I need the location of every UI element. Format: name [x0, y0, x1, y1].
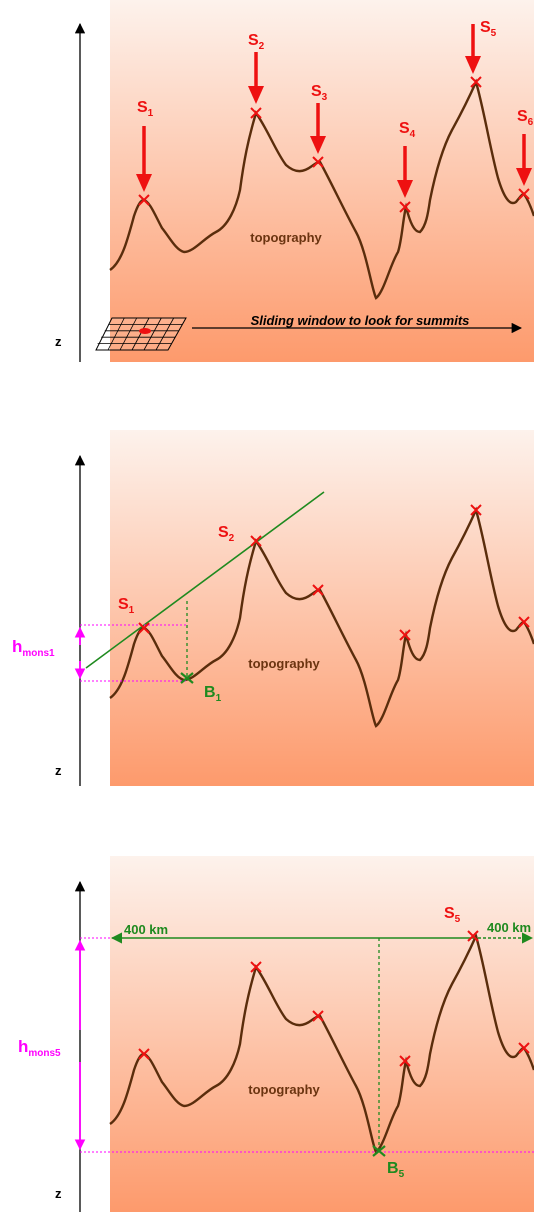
height-label: hmons5 [18, 1037, 61, 1059]
topography-label: topography [250, 230, 322, 245]
topography-label: topography [248, 656, 320, 671]
panel-1-background [110, 0, 534, 362]
panel-2: z topography hmons1 S1 S2 B1 [12, 430, 534, 786]
panel-3: z topography 400 km 400 km hmons5 S5 B5 [18, 856, 534, 1212]
panel-1: z topography S1 S2 S3 S4 S5 [55, 0, 534, 362]
distance-label-left: 400 km [124, 922, 168, 937]
z-axis-label: z [55, 763, 62, 778]
panel-2-background [110, 430, 534, 786]
z-axis-label: z [55, 1186, 62, 1201]
sliding-window-label: Sliding window to look for summits [251, 313, 470, 328]
topography-label: topography [248, 1082, 320, 1097]
panel-3-background [110, 856, 534, 1212]
height-label: hmons1 [12, 637, 55, 659]
z-axis-label: z [55, 334, 62, 349]
distance-label-right: 400 km [487, 920, 531, 935]
